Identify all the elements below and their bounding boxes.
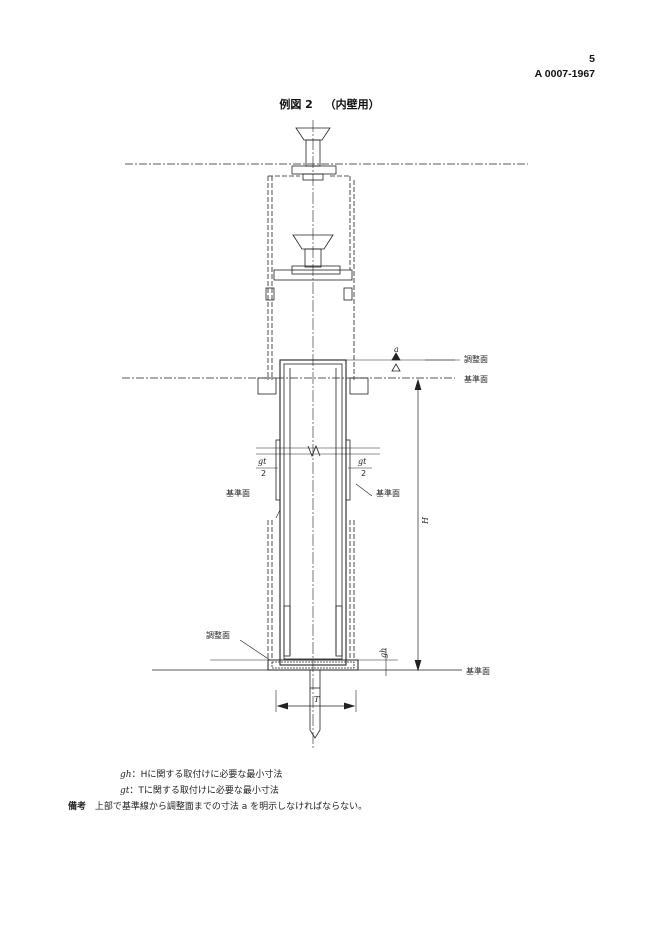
note-gt-text: ：Tに関する取付けに必要な最小寸法 (129, 786, 279, 796)
note-gh-text: ：Hに関する取付けに必要な最小寸法 (131, 770, 283, 780)
adjust-face-bottom-label: 調整面 (206, 630, 230, 640)
g-left-denominator: 2 (261, 469, 266, 478)
note-gt: gt：Tに関する取付けに必要な最小寸法 (120, 783, 279, 796)
dim-T-label: T (314, 695, 320, 704)
figure-title-sub: （内壁用） (324, 98, 380, 111)
inner-vessel (275, 359, 351, 666)
reference-face-bottom-label: 基準面 (466, 666, 490, 676)
remark: 備考 上部で基準線から調整面までの寸法 a を明示しなければならない。 (68, 799, 367, 812)
outer-casing (267, 175, 355, 660)
document-code: A 0007-1967 (534, 68, 595, 80)
dimension-H (414, 378, 422, 672)
remark-label: 備考 (68, 802, 87, 812)
figure-title-main: 例図 2 (279, 98, 313, 111)
reference-face-right-label: 基準面 (376, 488, 400, 498)
adjust-face-top-label: 調整面 (464, 354, 488, 364)
g-h-label: gh (379, 648, 388, 658)
g-right-denominator: 2 (361, 469, 366, 478)
dimension-T (275, 690, 357, 712)
g-right-numerator: gt (358, 457, 367, 466)
note-gh-symbol: gh (120, 770, 132, 780)
remark-text: 上部で基準線から調整面までの寸法 a を明示しなければならない。 (94, 802, 368, 812)
middle-nozzle-assembly (265, 234, 353, 301)
page-number: 5 (589, 53, 595, 65)
note-gt-symbol: gt (120, 786, 130, 796)
note-gh: gh：Hに関する取付けに必要な最小寸法 (120, 767, 282, 780)
figure-title: 例図 2 （内壁用） (0, 96, 659, 112)
dim-H-label: H (421, 516, 430, 525)
reference-face-left-label: 基準面 (226, 488, 250, 498)
break-line (256, 444, 380, 458)
top-nozzle-assembly (291, 127, 337, 181)
g-left-numerator: gt (258, 457, 267, 466)
reference-face-top-label: 基準面 (464, 374, 488, 384)
dim-a-label: a (394, 345, 399, 354)
